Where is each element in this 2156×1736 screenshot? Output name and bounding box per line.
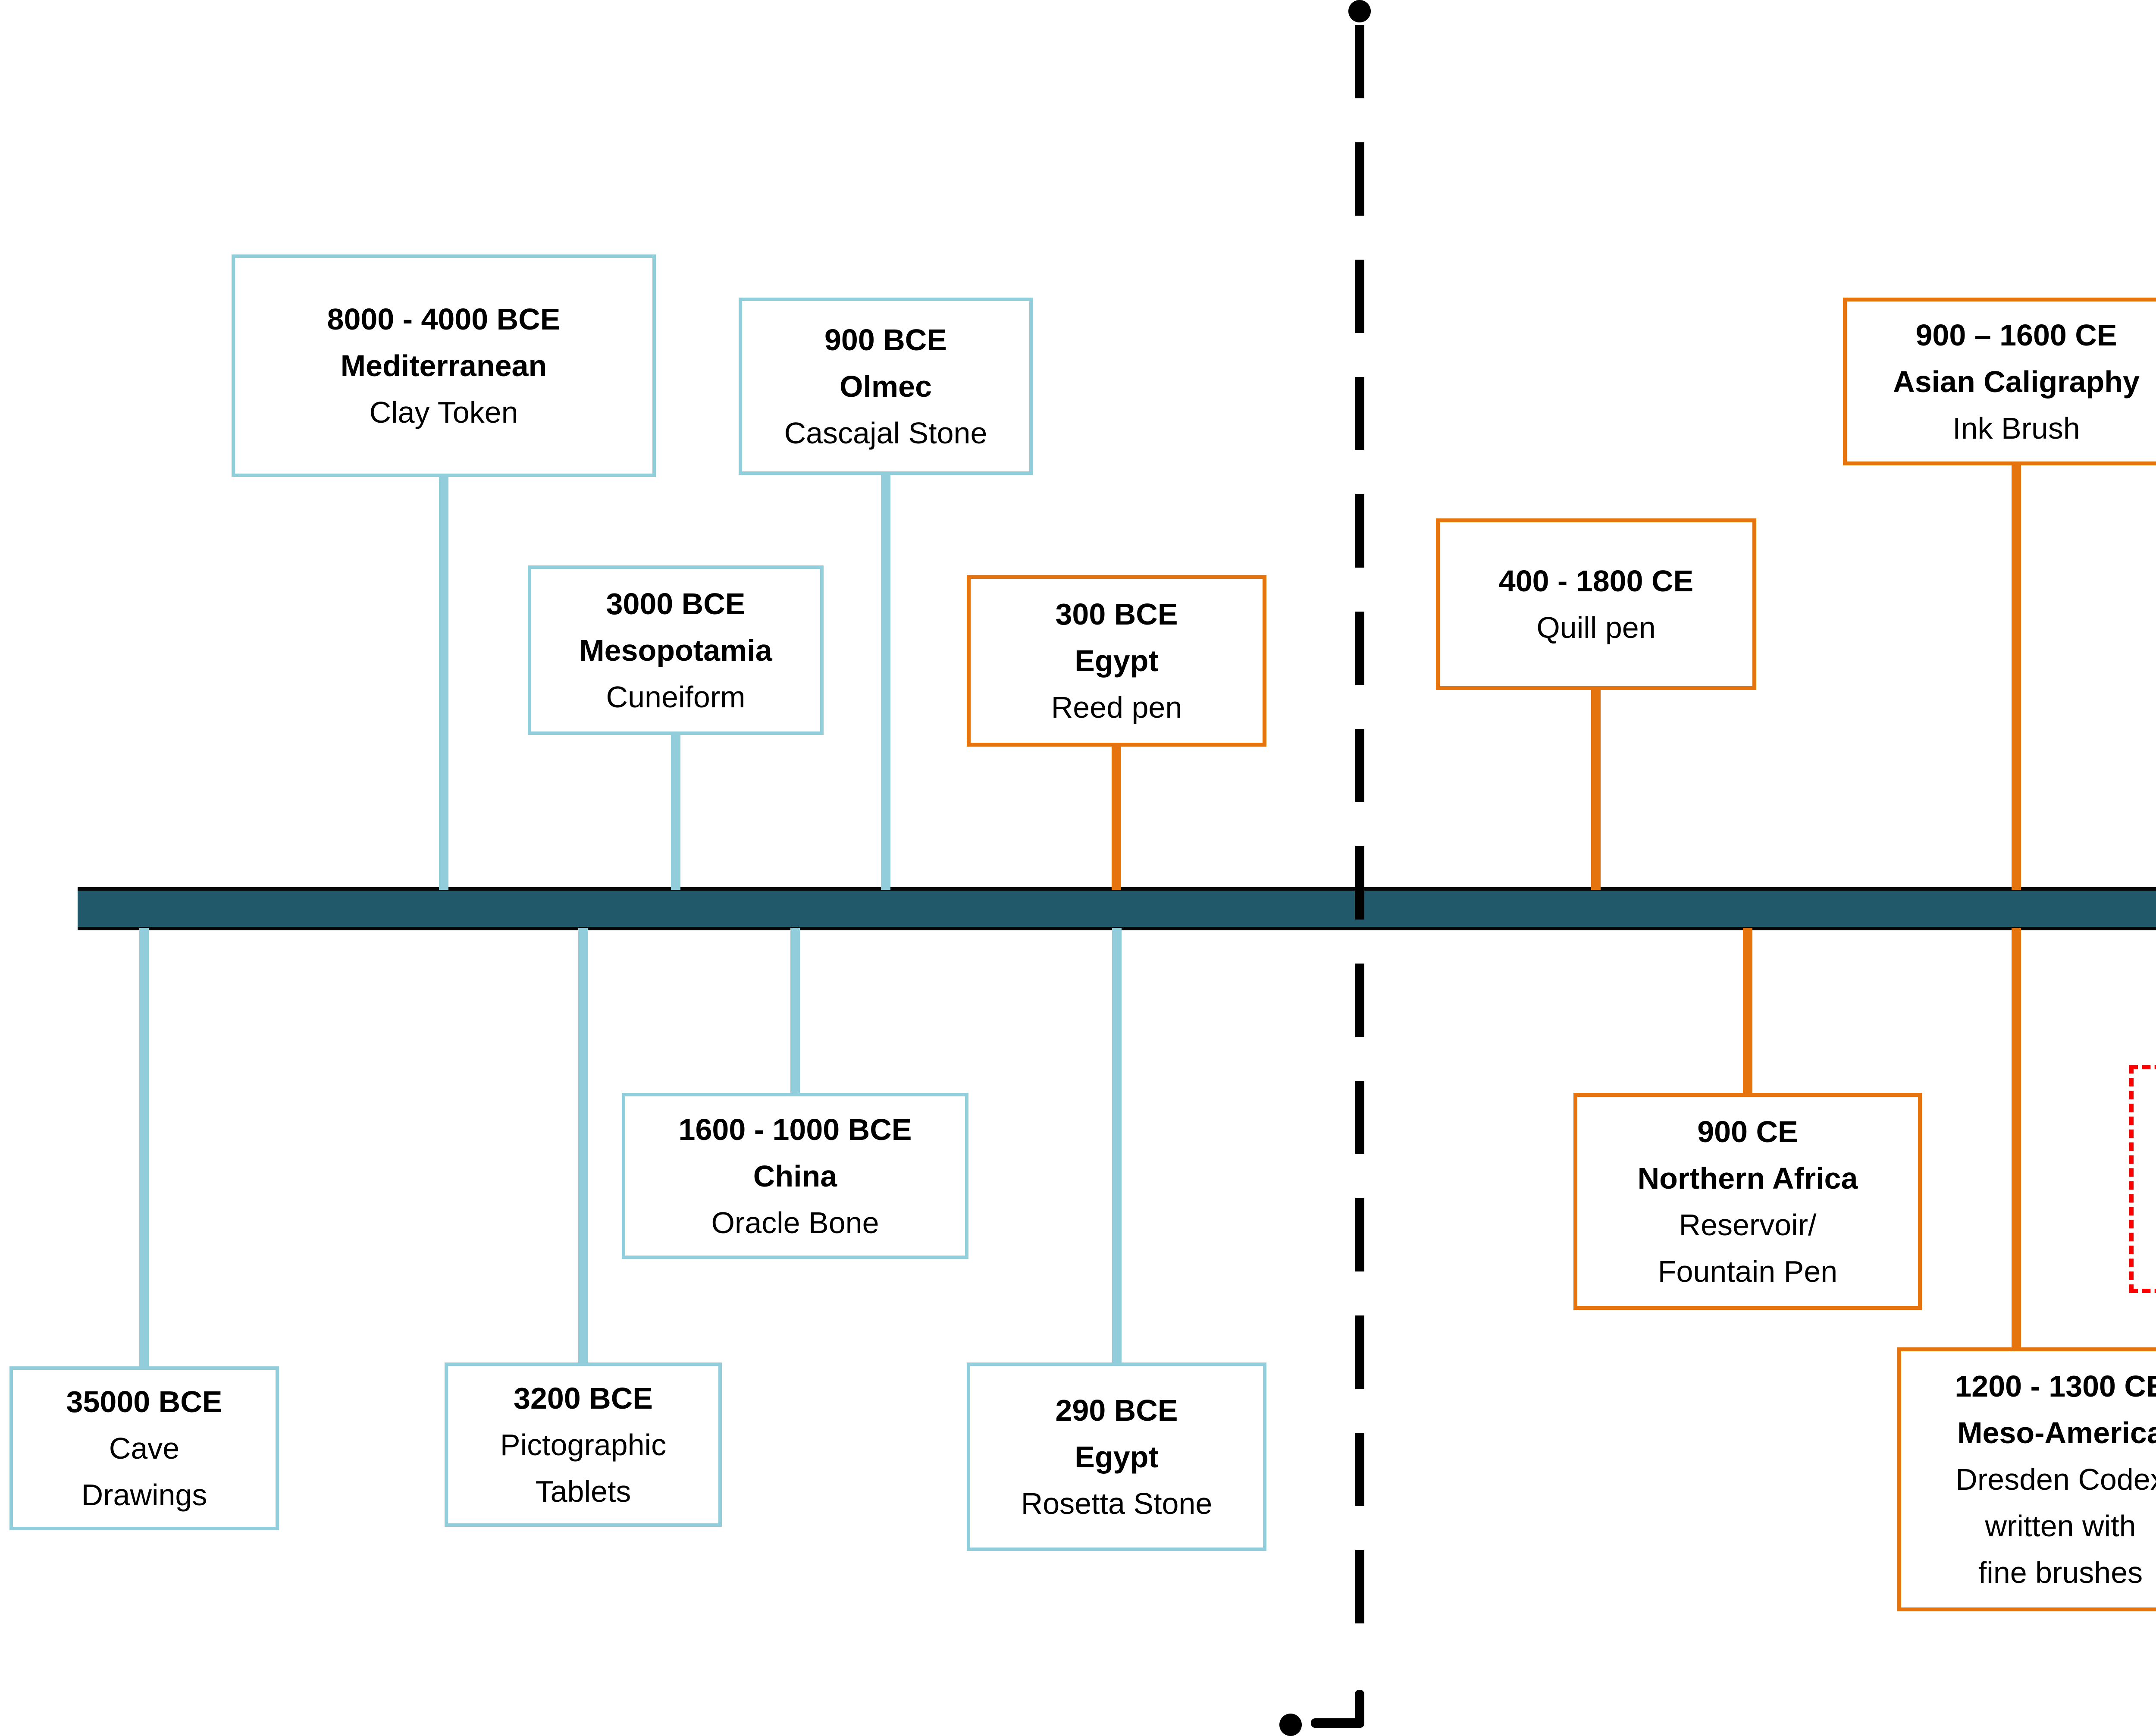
event-line: Rosetta Stone	[1021, 1486, 1213, 1520]
event-line: Ink Brush	[1952, 411, 2080, 445]
connector-quill-pen	[1591, 687, 1601, 890]
event-line: Asian Caligraphy	[1893, 364, 2140, 399]
event-line: Oracle Bone	[711, 1205, 879, 1240]
connector-reservoir-fountain-pen	[1743, 928, 1752, 1096]
event-line: written with	[1985, 1509, 2136, 1543]
connector-mesopotamia-cuneiform	[671, 732, 680, 890]
event-line: Egypt	[1075, 644, 1159, 678]
event-box-graphite-deposit-discovery: 1564 EnglandDiscovery ofGraphiteDeposit	[2129, 1065, 2156, 1293]
connector-dresden-codex	[2012, 928, 2021, 1350]
event-line: 1200 - 1300 CE	[1955, 1369, 2156, 1403]
event-line: 300 BCE	[1055, 597, 1178, 631]
event-line: Mesopotamia	[579, 633, 772, 667]
connector-olmec-cascajal-stone	[881, 472, 890, 890]
event-line: Quill pen	[1536, 611, 1656, 644]
era-divider-elbow-horizontal	[1311, 1718, 1364, 1728]
event-line: 35000 BCE	[66, 1385, 222, 1419]
connector-clay-token	[439, 474, 448, 890]
event-line: Drawings	[81, 1478, 207, 1512]
event-line: Cascajal Stone	[784, 416, 987, 450]
event-line: Tablets	[535, 1474, 631, 1508]
event-line: Clay Token	[369, 396, 518, 429]
event-line: Meso-America	[1957, 1416, 2156, 1450]
event-box-quill-pen: 400 - 1800 CE Quill pen	[1436, 518, 1756, 690]
event-line: 8000 - 4000 BCE	[327, 302, 561, 336]
event-line: Reservoir/	[1679, 1208, 1817, 1242]
event-line: 3200 BCE	[514, 1381, 653, 1415]
event-line: Fountain Pen	[1658, 1254, 1838, 1288]
event-line: China	[753, 1159, 837, 1193]
event-line: Pictographic	[500, 1428, 667, 1462]
timeline-bar	[78, 887, 2156, 930]
event-line: 900 CE	[1697, 1114, 1798, 1149]
connector-cave-drawings	[139, 928, 149, 1369]
event-line: Dresden Codex	[1955, 1463, 2156, 1496]
era-divider-dashed-line	[1355, 25, 1364, 1647]
event-line: 400 - 1800 CE	[1498, 564, 1694, 598]
event-line: 900 – 1600 CE	[1915, 318, 2117, 352]
event-line: Reed pen	[1051, 691, 1182, 724]
event-line: 1600 - 1000 BCE	[678, 1112, 912, 1146]
era-divider-end-circle-icon	[1279, 1714, 1302, 1736]
event-line: Northern Africa	[1637, 1161, 1858, 1195]
connector-china-oracle-bone	[790, 928, 800, 1096]
event-line: Olmec	[840, 369, 932, 403]
connector-asian-caligraphy-ink-brush	[2012, 463, 2021, 890]
connector-reed-pen	[1112, 744, 1121, 890]
event-line: Egypt	[1075, 1440, 1159, 1474]
event-line: fine brushes	[1978, 1556, 2143, 1589]
event-line: Cuneiform	[606, 680, 746, 714]
event-line: 900 BCE	[824, 323, 947, 357]
connector-rosetta-stone	[1112, 928, 1122, 1365]
event-line: 290 BCE	[1055, 1393, 1178, 1427]
event-line: Mediterranean	[340, 349, 547, 383]
event-line: Cave	[109, 1431, 180, 1465]
event-line: 3000 BCE	[606, 587, 746, 621]
connector-pictographic-tablets	[578, 928, 588, 1365]
era-divider-top-circle-icon	[1348, 0, 1371, 22]
